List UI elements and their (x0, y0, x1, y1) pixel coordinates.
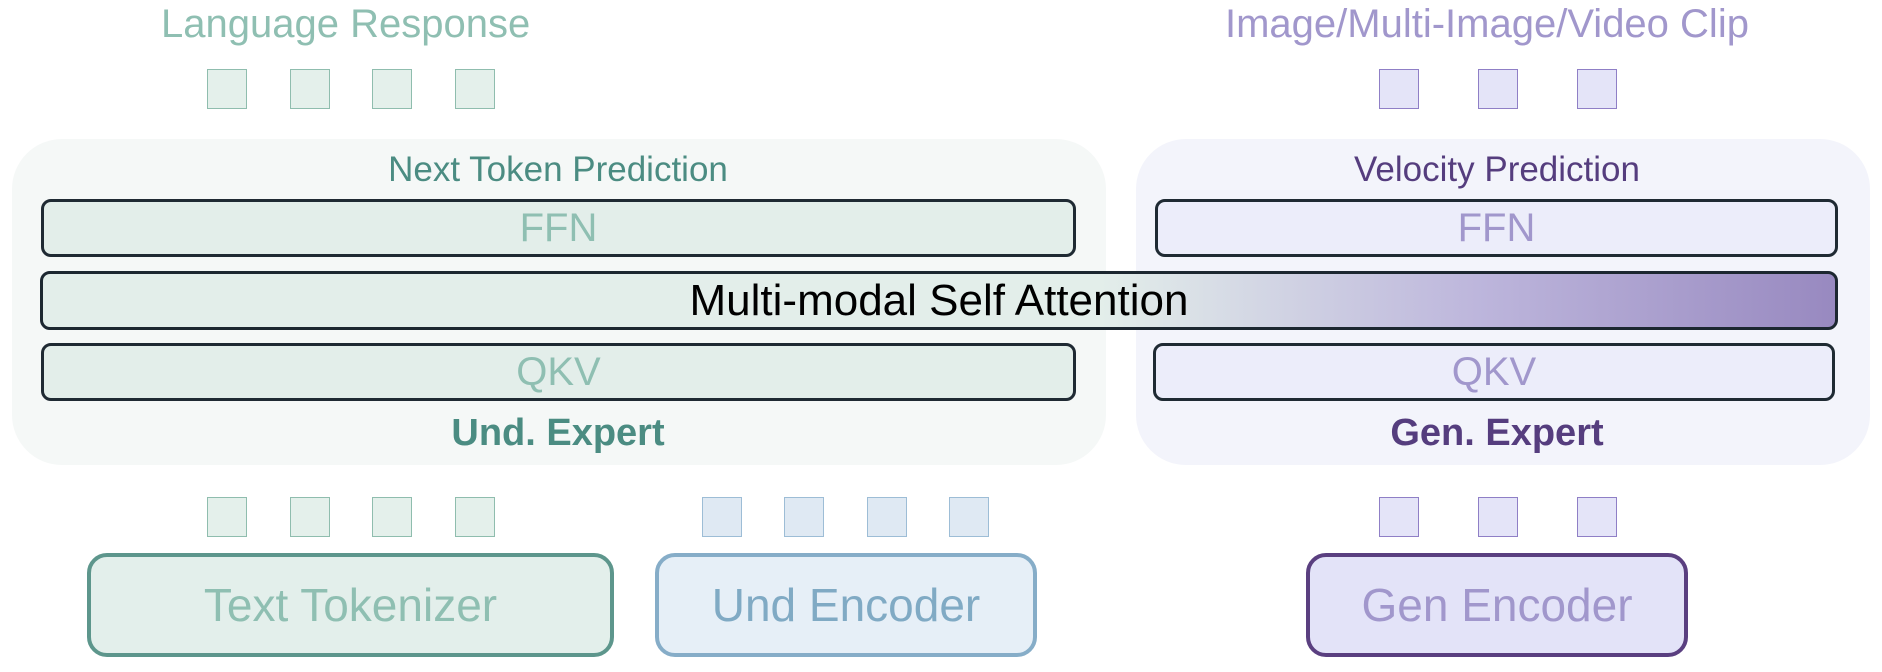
und-ffn-block: FFN (41, 199, 1076, 257)
output-gen-token (1379, 69, 1419, 109)
text-tokenizer-label: Text Tokenizer (203, 579, 498, 631)
input-text-token (290, 497, 330, 537)
gen-ffn-block: FFN (1155, 199, 1838, 257)
output-gen-token (1478, 69, 1518, 109)
gen-qkv-label: QKV (1451, 349, 1537, 394)
gen-expert-label: Gen. Expert (1390, 412, 1604, 454)
output-text-token (290, 69, 330, 109)
output-text-token (372, 69, 412, 109)
generation-output-caption: Image/Multi-Image/Video Clip (1225, 2, 1749, 46)
multimodal-self-attention-block: Multi-modal Self Attention (40, 271, 1838, 330)
und-encoder-block: Und Encoder (655, 553, 1037, 657)
next-token-prediction-label: Next Token Prediction (388, 150, 728, 189)
text-tokenizer-block: Text Tokenizer (87, 553, 614, 657)
und-encoder-label: Und Encoder (711, 579, 981, 631)
output-text-token (455, 69, 495, 109)
und-qkv-label: QKV (516, 349, 601, 394)
input-text-token (207, 497, 247, 537)
language-response-caption: Language Response (161, 2, 531, 46)
input-und-token (784, 497, 824, 537)
input-text-token (372, 497, 412, 537)
gen-qkv-block: QKV (1153, 343, 1835, 401)
input-gen-token (1379, 497, 1419, 537)
und-expert-label: Und. Expert (451, 412, 665, 454)
gen-encoder-label: Gen Encoder (1361, 579, 1633, 631)
und-qkv-block: QKV (41, 343, 1076, 401)
input-und-token (702, 497, 742, 537)
output-text-token (207, 69, 247, 109)
velocity-prediction-label: Velocity Prediction (1354, 150, 1640, 189)
gen-encoder-block: Gen Encoder (1306, 553, 1688, 657)
input-gen-token (1577, 497, 1617, 537)
input-und-token (949, 497, 989, 537)
input-und-token (867, 497, 907, 537)
input-text-token (455, 497, 495, 537)
output-gen-token (1577, 69, 1617, 109)
gen-ffn-label: FFN (1457, 205, 1536, 250)
attention-label: Multi-modal Self Attention (689, 275, 1189, 325)
input-gen-token (1478, 497, 1518, 537)
und-ffn-label: FFN (519, 205, 598, 250)
